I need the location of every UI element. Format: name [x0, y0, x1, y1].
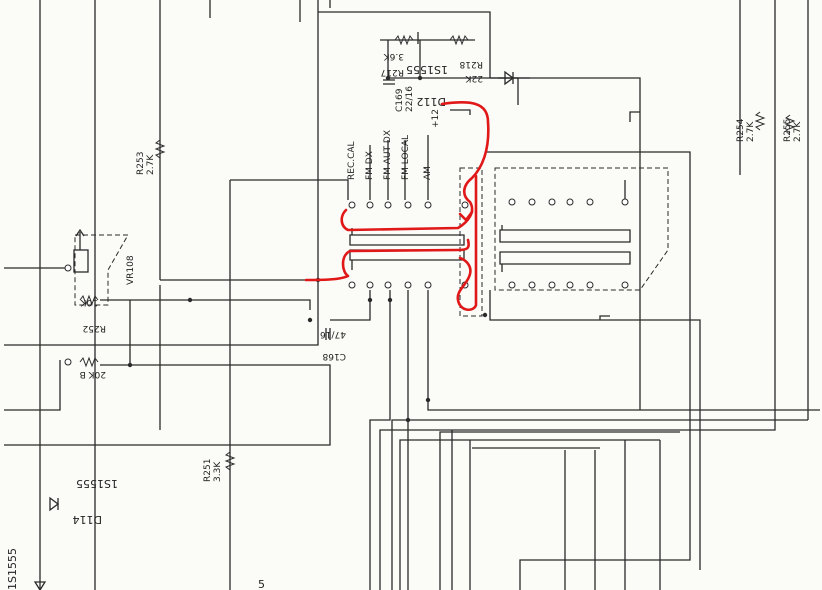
component-labels: R217 3.6K R218 22K C169 22/16 1S1555 D11…: [6, 51, 803, 590]
capacitor-c169-symbol: [383, 79, 395, 85]
label-r254-ref: R254: [736, 118, 746, 142]
red-annotation-tick: [458, 210, 474, 222]
resistor-r251-symbol: [224, 451, 236, 471]
diode-d114-symbol: [49, 496, 60, 512]
label-r255-value: 2.7K: [793, 121, 803, 142]
resistor-symbols: [79, 32, 796, 471]
resistor-r252-symbol: [79, 294, 99, 306]
label-fm-dx: FM DX: [365, 151, 375, 180]
label-am: AM: [423, 166, 433, 180]
label-r218-value: 22K: [465, 73, 483, 83]
label-d112-ref: D112: [417, 95, 446, 108]
label-r217-value: 3.6K: [383, 51, 404, 61]
switch-rails: [349, 225, 631, 272]
label-r253-ref: R253: [136, 152, 146, 175]
label-c168-ref: C168: [322, 351, 346, 361]
pot-20k-symbol: [79, 356, 99, 368]
label-r251-value: 3.3K: [213, 461, 223, 482]
resistor-r217-symbol: [394, 34, 414, 46]
red-annotation-loop: [340, 101, 490, 232]
junction-dots: [127, 75, 488, 423]
diode-symbols: [33, 70, 515, 590]
diode-d112-symbol: [504, 70, 515, 86]
label-r254-value: 2.7K: [746, 121, 756, 142]
label-rec-cal: REC.CAL: [347, 141, 357, 180]
label-edge-diode-part: 1S1555: [6, 548, 19, 590]
label-r252-value: 10K: [80, 297, 98, 307]
resistor-r253-symbol: [154, 139, 166, 159]
label-d114-part: 1S1555: [76, 477, 118, 490]
resistor-r255-symbol: [784, 114, 796, 134]
label-r217-ref: R217: [381, 67, 404, 77]
red-annotation: [304, 101, 490, 311]
label-d112-part: 1S1555: [406, 63, 448, 76]
label-c168-value: 47/16: [320, 329, 346, 339]
label-c169-ref: C169: [395, 88, 405, 112]
label-r251-ref: R251: [203, 459, 213, 482]
switch-terminals: [64, 198, 629, 366]
wiring: [4, 0, 820, 590]
red-annotation-lower: [304, 238, 470, 282]
label-supply-voltage: +12: [431, 109, 441, 128]
label-pot-20k-value: 20K B: [80, 369, 106, 379]
label-page-fragment: 5: [258, 578, 265, 590]
label-fm-aut-dx: FM AUT DX: [383, 130, 393, 180]
label-r218-ref: R218: [459, 59, 483, 69]
label-r255-ref: R255: [783, 119, 793, 142]
label-c169-value: 22/16: [405, 86, 415, 112]
label-r252-ref: R252: [83, 323, 106, 333]
label-r253-value: 2.7K: [146, 154, 156, 175]
switch-housing: [74, 167, 669, 317]
label-d114-ref: D114: [73, 513, 102, 526]
switch-function-labels: REC.CAL FM DX FM AUT DX FM LOCAL AM: [347, 130, 433, 180]
resistor-r254-symbol: [754, 111, 766, 131]
red-annotation-vertical: [456, 174, 478, 311]
label-fm-local: FM LOCAL: [401, 135, 411, 180]
diode-edge-symbol: [33, 581, 47, 590]
pot-vr108-symbol: [73, 228, 89, 273]
capacitor-c168-symbol: [325, 328, 331, 340]
capacitor-symbols: [325, 79, 395, 340]
label-vr108-ref: VR108: [126, 255, 136, 285]
resistor-r218-symbol: [449, 34, 469, 46]
